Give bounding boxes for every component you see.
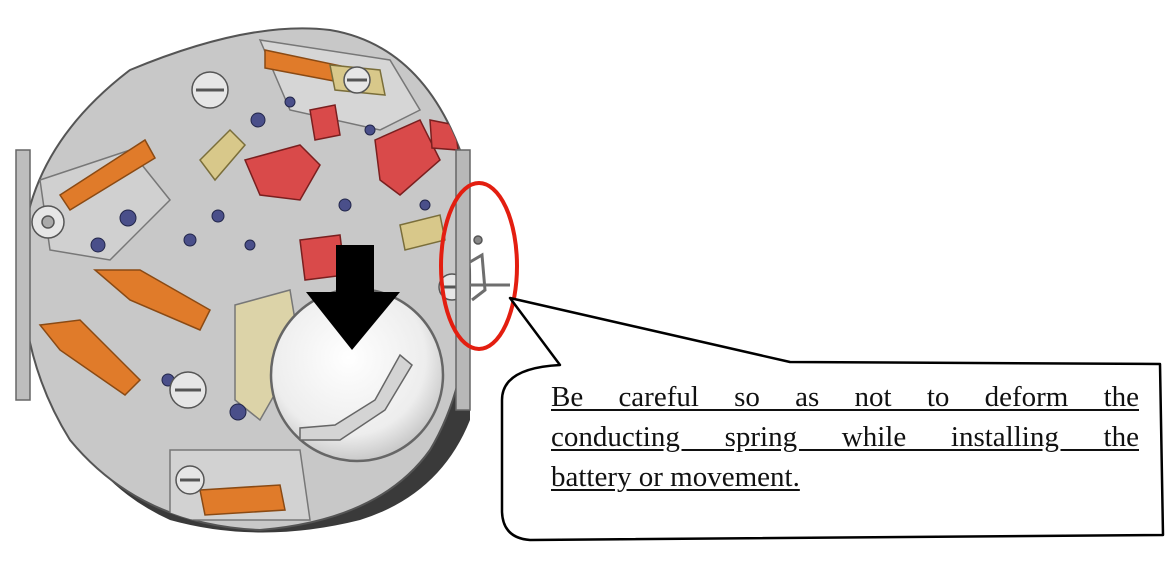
callout-bubble bbox=[500, 296, 1165, 542]
jewel-holes bbox=[90, 96, 431, 421]
callout-line-3: battery or movement. bbox=[551, 461, 800, 493]
conducting-spring-icon bbox=[469, 235, 510, 302]
battery-clip bbox=[299, 353, 413, 441]
orange-levers bbox=[38, 49, 361, 516]
callout-line-1: Be careful so as not to deform the bbox=[551, 381, 1139, 413]
down-arrow-icon bbox=[306, 245, 400, 350]
watch-movement bbox=[15, 27, 472, 533]
plate-flat-edge bbox=[15, 149, 31, 401]
battery bbox=[269, 287, 445, 463]
callout-text: Be careful so as not to deform the condu… bbox=[551, 377, 1139, 497]
highlight-ellipse-icon bbox=[439, 181, 519, 351]
callout-line-2: conducting spring while installing the bbox=[551, 421, 1139, 453]
